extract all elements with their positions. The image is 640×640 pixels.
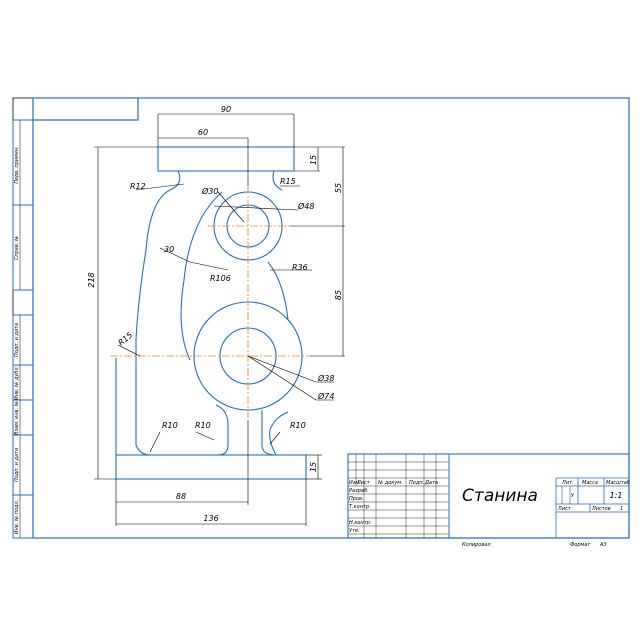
tb-col-list: Лист (356, 480, 371, 486)
side-inv-podl: Инв. № подл. (14, 500, 20, 535)
dim-r15-left: R15 (117, 331, 135, 348)
tb-col-data: Дата (424, 480, 438, 486)
tb-format-value: А3 (599, 542, 607, 548)
tb-list-label: Лист (557, 506, 572, 512)
dim-r10-left: R10 (162, 421, 178, 430)
dim-d30: Ø30 (201, 186, 218, 196)
dim-r12: R12 (130, 182, 146, 191)
side-podp-data-1: Подп. и дата (14, 323, 20, 357)
left-contour (135, 170, 181, 456)
outer-sheet-border (12, 97, 630, 539)
tb-row-tkontr: Т.контр. (349, 504, 371, 510)
tb-massa-label: Масса (582, 480, 598, 486)
tb-row-utv: Утв. (349, 528, 360, 534)
top-left-box (33, 98, 139, 121)
drawing-title: Станина (462, 486, 538, 506)
dim-15-base: 15 (309, 462, 318, 472)
dim-r10-mid: R10 (195, 421, 211, 430)
dim-r10-right: R10 (290, 421, 306, 430)
dim-85: 85 (334, 290, 343, 300)
dim-218: 218 (87, 272, 96, 287)
inner-frame (32, 97, 630, 539)
title-block: Изм Лист № докум. Подп. Дата Разраб. Про… (347, 453, 630, 548)
side-vzam-inv: Взам. инв. № (14, 401, 20, 435)
tb-lit-value: У (571, 493, 575, 499)
tb-kopiroval: Копировал (462, 542, 491, 548)
dim-90: 90 (221, 105, 231, 114)
tb-lit-label: Лит. (561, 480, 574, 486)
tb-masshtab-value: 1:1 (610, 491, 623, 500)
arc-r36 (267, 261, 289, 321)
part-stanina (115, 146, 307, 480)
upper-right-fillet (272, 170, 283, 191)
side-podp-data-2: Подп. и дата (14, 448, 20, 482)
leg-right (261, 410, 289, 456)
side-perv-primen: Перв. примен. (14, 146, 20, 184)
dim-d74: Ø74 (317, 391, 334, 401)
dim-88: 88 (176, 492, 186, 501)
tb-format-label: Формат (570, 542, 591, 548)
dimension-texts: 90 60 15 55 85 218 15 88 136 R12 R15 Ø30… (87, 105, 343, 523)
tb-col-podp: Подп. (409, 480, 424, 486)
dim-d38: Ø38 (317, 373, 334, 383)
dimension-lines (94, 113, 345, 526)
top-flange (157, 146, 295, 172)
tb-row-razrab: Разраб. (349, 488, 369, 494)
tb-col-izm: Изм (349, 480, 359, 486)
tb-listov-label: Листов (591, 506, 611, 512)
tb-col-ndokum: № докум. (377, 480, 403, 486)
tb-masshtab-label: Масштаб (606, 480, 630, 486)
side-stamp: Перв. примен. Справ. № Подп. и дата Инв.… (12, 119, 34, 539)
dim-136: 136 (203, 514, 218, 523)
dim-60: 60 (198, 128, 208, 137)
dim-55: 55 (334, 183, 343, 193)
dim-30: 30 (164, 245, 174, 254)
tb-listov-value: 1 (620, 506, 623, 512)
dim-r106: R106 (210, 274, 231, 283)
center-lines (110, 186, 310, 420)
tb-row-nkontr: Н.контр. (349, 520, 371, 526)
dim-r15-upper: R15 (280, 177, 296, 186)
leg-left (215, 404, 229, 456)
side-sprav-no: Справ. № (14, 236, 20, 260)
base-plate (115, 454, 307, 480)
side-inv-dubl: Инв. № дубл. (14, 366, 20, 400)
dim-r36: R36 (292, 263, 308, 272)
dim-15-top: 15 (309, 155, 318, 165)
dim-d48: Ø48 (297, 201, 314, 211)
tb-row-prov: Пров. (349, 496, 364, 502)
inner-arc-r106 (180, 191, 223, 361)
